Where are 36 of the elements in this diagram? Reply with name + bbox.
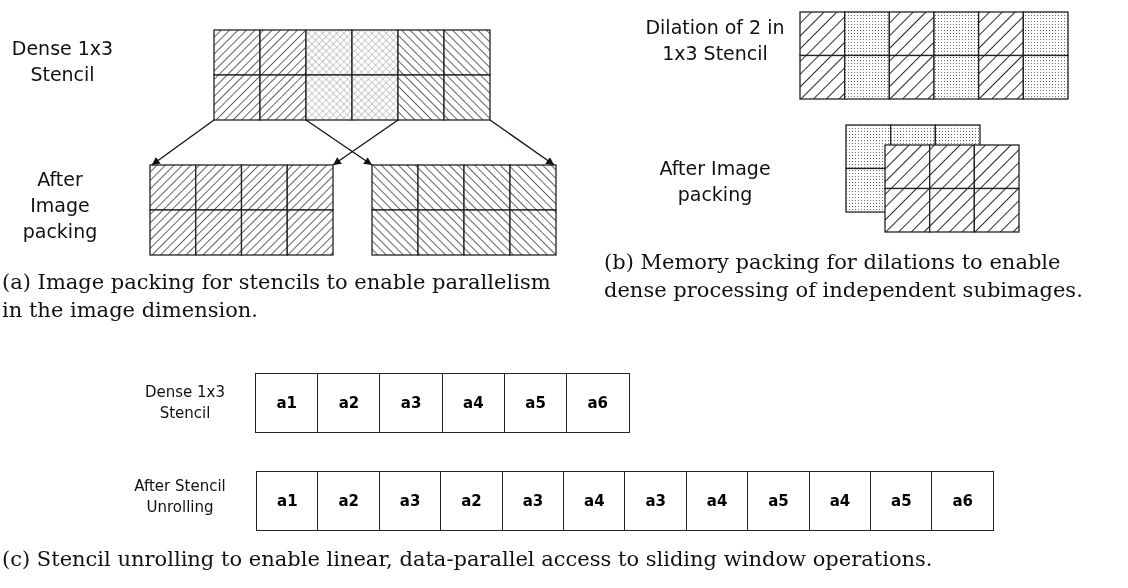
array-cell: a6 — [566, 373, 630, 433]
array-cell: a4 — [685, 471, 749, 531]
array-cell: a3 — [379, 373, 443, 433]
hatched-grid — [371, 164, 557, 256]
row-label: Dense 1x3 Stencil — [143, 382, 227, 424]
array-cell: a6 — [931, 471, 995, 531]
row-label: Dilation of 2 in 1x3 Stencil — [644, 15, 786, 66]
caption: (c) Stencil unrolling to enable linear, data-parallel access to sliding window operations. — [2, 546, 934, 573]
array-cell: a2 — [317, 471, 381, 531]
array-cell: a2 — [440, 471, 503, 531]
array-cell: a5 — [870, 471, 933, 531]
array-cell: a1 — [256, 471, 319, 531]
array-cell: a4 — [563, 471, 626, 531]
hatched-grid — [799, 11, 1069, 100]
array-cell: a4 — [441, 373, 506, 433]
caption: (b) Memory packing for dilations to enable dense processing of independent subimages. — [604, 249, 1084, 304]
hatched-grid — [213, 29, 491, 121]
array-cell: a4 — [808, 471, 872, 531]
arrow — [489, 119, 555, 166]
hatched-grid — [884, 144, 1020, 233]
array-cell: a3 — [378, 471, 442, 531]
array-cell: a5 — [747, 471, 810, 531]
caption: (a) Image packing for stencils to enable parallelism in the image dimension. — [2, 269, 552, 324]
array-cell: a2 — [317, 373, 381, 433]
row-label: After Image packing — [658, 156, 772, 207]
row-label: After Stencil Unrolling — [133, 476, 227, 518]
array-cell: a1 — [255, 373, 319, 433]
arrow — [332, 119, 399, 166]
array-cell: a3 — [624, 471, 688, 531]
array-cell: a5 — [503, 373, 568, 433]
row-label: After Image packing — [21, 167, 99, 244]
arrow — [151, 119, 215, 166]
row-label: Dense 1x3 Stencil — [10, 36, 115, 87]
arrow — [305, 119, 373, 166]
hatched-grid — [149, 164, 334, 256]
array-cell: a3 — [501, 471, 565, 531]
